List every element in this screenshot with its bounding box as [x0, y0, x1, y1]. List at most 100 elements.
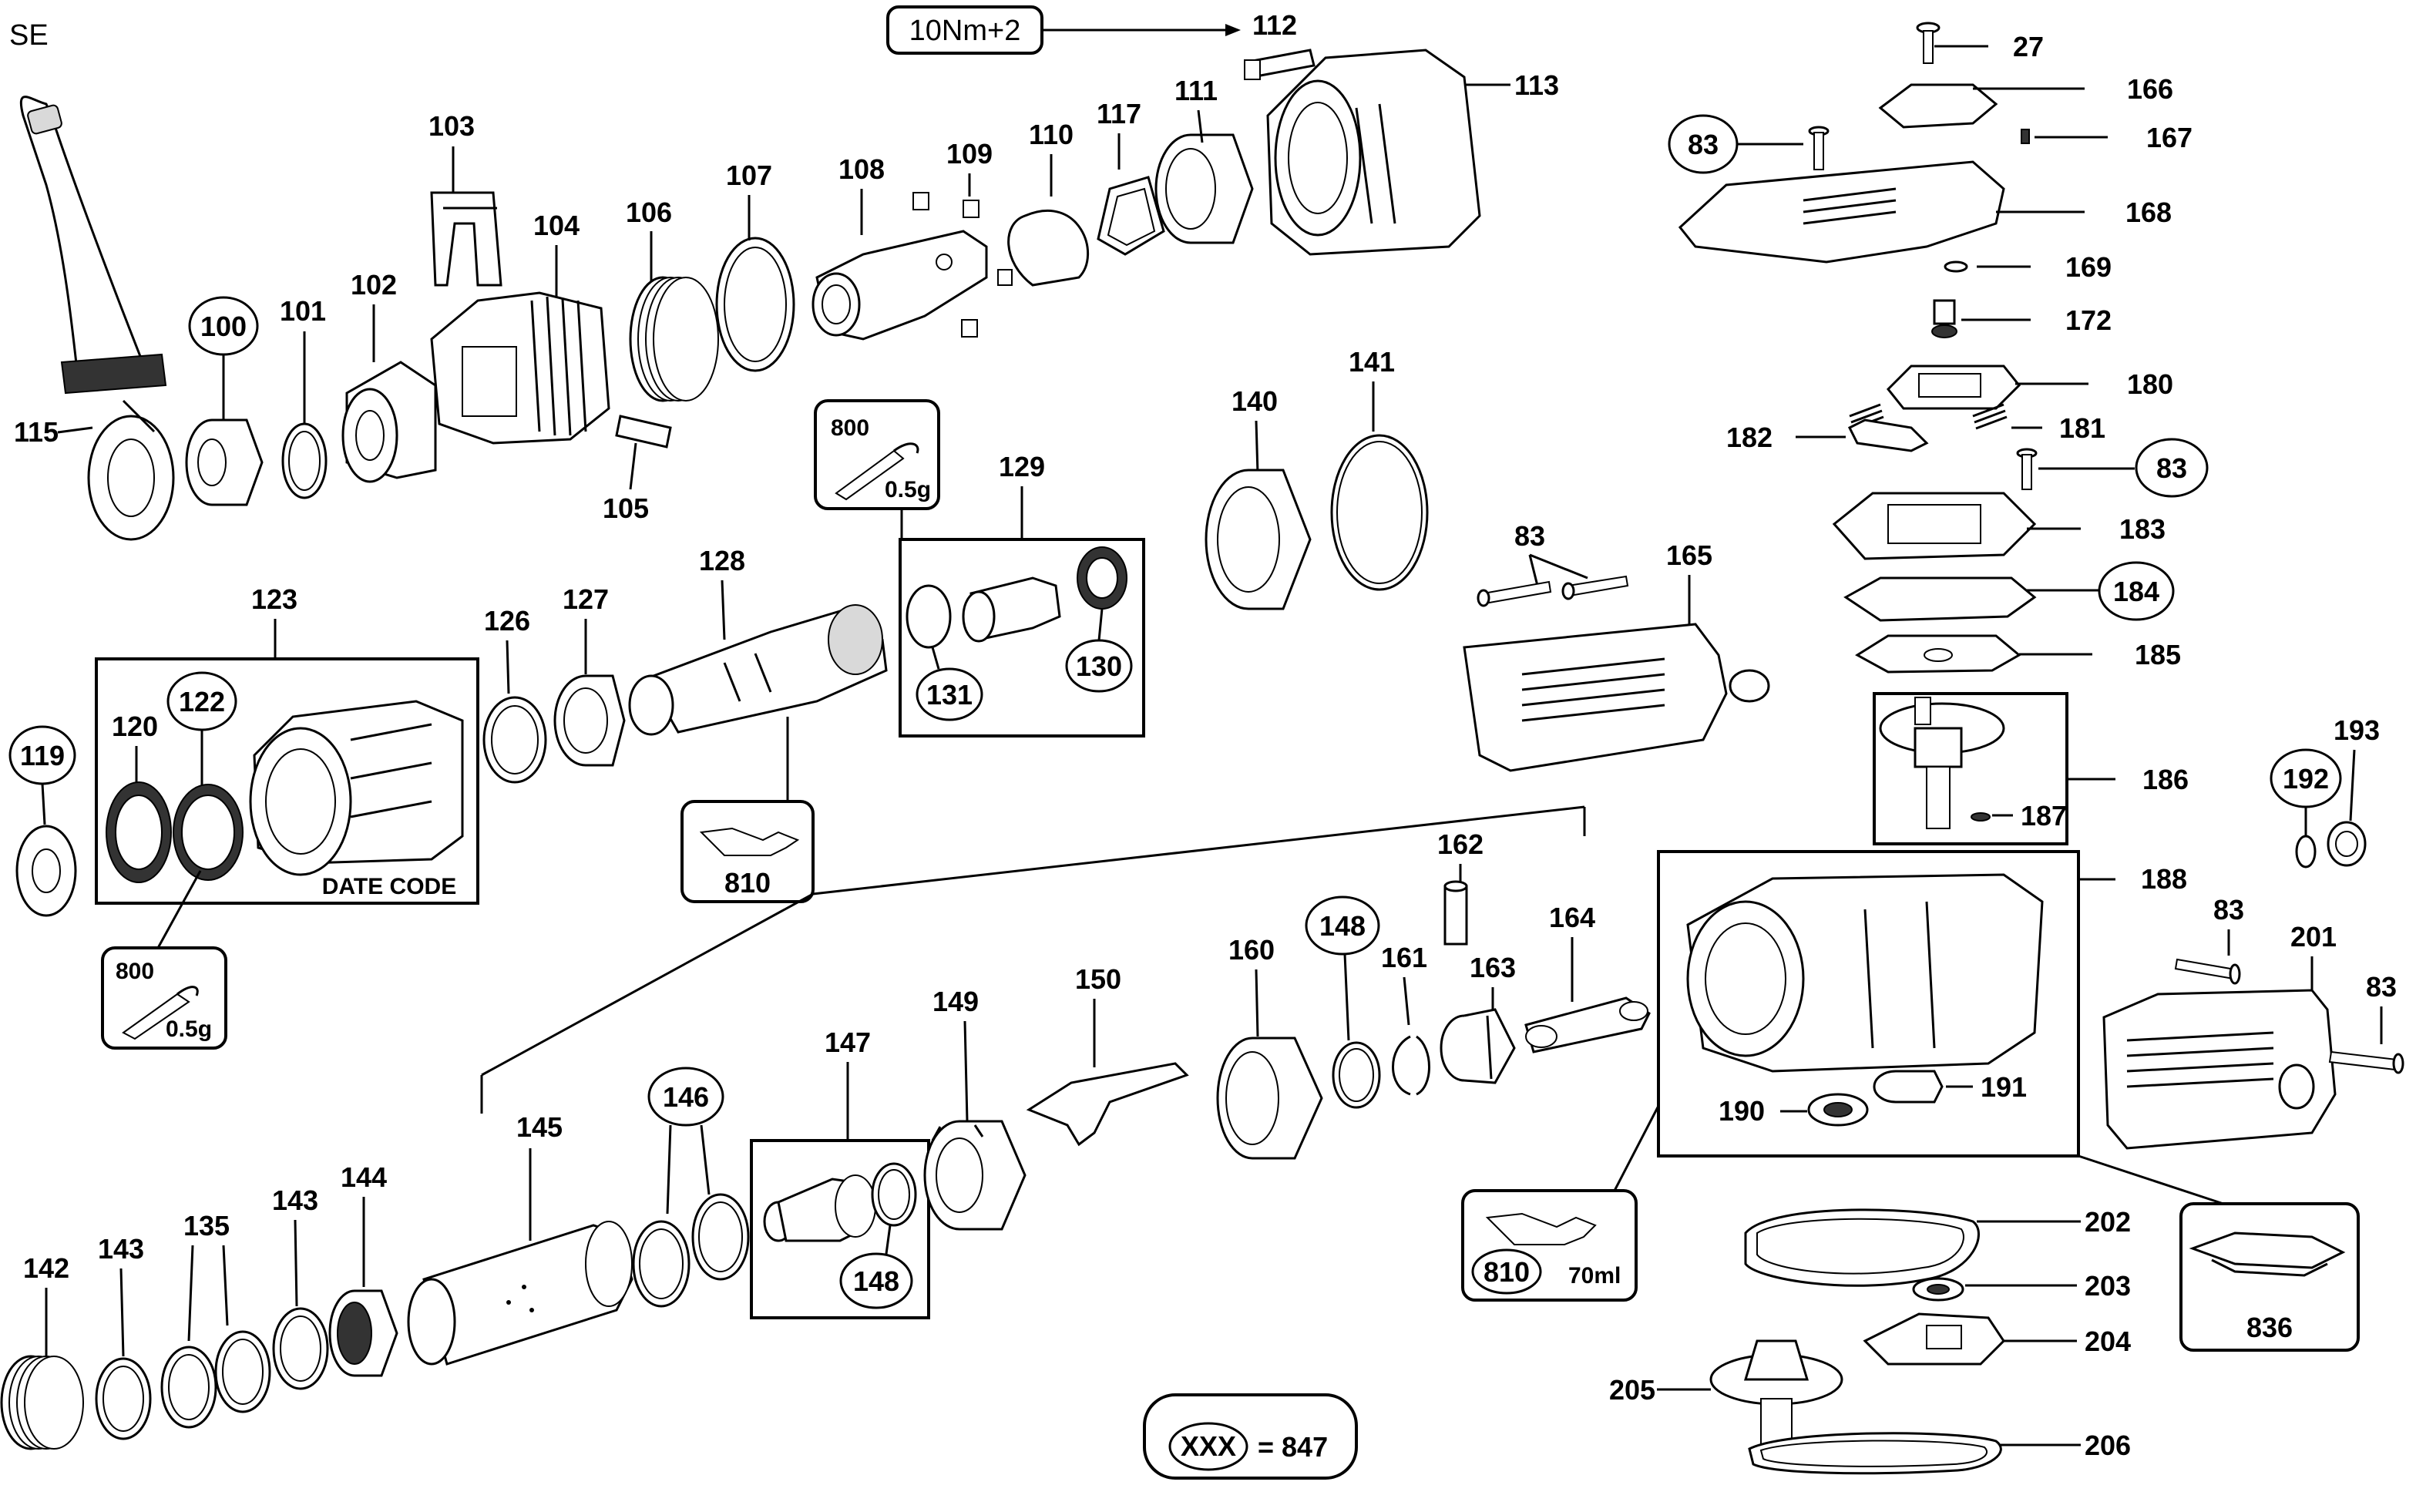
- piston-163: [1440, 1008, 1516, 1084]
- grease-2-amount: 0.5g: [166, 1016, 212, 1042]
- callout-188: 188: [2141, 863, 2187, 895]
- callout-107: 107: [726, 160, 772, 191]
- callout-162: 162: [1437, 828, 1484, 860]
- housing-113: [1266, 49, 1481, 256]
- circlip-161: [1392, 1035, 1430, 1096]
- callout-165: 165: [1666, 539, 1712, 571]
- callout-123: 123: [251, 583, 297, 615]
- date-code-label: DATE CODE: [322, 874, 456, 899]
- spring-142: [0, 1355, 84, 1450]
- callout-182: 182: [1726, 422, 1773, 453]
- bushing-144: [328, 1289, 398, 1377]
- seal-185: [1855, 634, 2021, 674]
- striker-147: [763, 1174, 876, 1242]
- callout-203: 203: [2085, 1270, 2131, 1302]
- callout-148a-oval: [1305, 895, 1380, 956]
- washer-146a: [632, 1220, 691, 1308]
- callout-185: 185: [2135, 639, 2181, 670]
- plate-183: [1832, 492, 2037, 560]
- piston-129: [906, 546, 1127, 649]
- callout-167: 167: [2146, 122, 2193, 153]
- callout-161: 161: [1381, 942, 1427, 973]
- cap-part-102: [341, 361, 437, 483]
- seal-120: [106, 781, 172, 883]
- callout-192: 192: [2283, 763, 2329, 795]
- gear-186: [1879, 697, 2005, 829]
- callout-83c: 83: [1514, 520, 1545, 552]
- ring-126: [482, 696, 547, 784]
- washer-119: [15, 825, 77, 917]
- oil-box-1: 810: [680, 800, 815, 903]
- kit-box-123: [95, 657, 479, 905]
- callout-143a: 143: [98, 1233, 144, 1265]
- callout-83e: 83: [2366, 971, 2397, 1003]
- callout-143b: 143: [272, 1184, 318, 1216]
- callout-186: 186: [2142, 764, 2189, 795]
- kit-836-part: [2189, 1231, 2346, 1277]
- gasket-184: [1843, 576, 2037, 622]
- callout-83b-oval: [2135, 438, 2209, 498]
- callout-130: 130: [1076, 650, 1122, 682]
- callout-193: 193: [2334, 714, 2380, 746]
- callout-126: 126: [484, 605, 530, 637]
- cover-plate-165: [1463, 623, 1770, 772]
- collar-part-100: [185, 418, 264, 506]
- callout-101: 101: [280, 295, 326, 327]
- callout-148a: 148: [1319, 910, 1366, 942]
- oil-box-2: 810 70ml: [1461, 1189, 1638, 1302]
- callout-164: 164: [1549, 902, 1595, 933]
- gear-149: [923, 1120, 1027, 1231]
- washer-135b: [214, 1330, 271, 1413]
- callout-148b-oval: [839, 1252, 913, 1309]
- callout-146: 146: [663, 1081, 709, 1113]
- view-label: SE: [9, 19, 49, 52]
- circlip-141: [1330, 434, 1429, 591]
- callout-191: 191: [1981, 1071, 2027, 1103]
- callout-127: 127: [563, 583, 609, 615]
- nose-housing-104: [430, 291, 610, 445]
- callout-144: 144: [341, 1161, 387, 1193]
- callout-141: 141: [1349, 346, 1395, 378]
- callout-112: 112: [1252, 9, 1297, 41]
- callout-117: 117: [1097, 98, 1141, 129]
- legend-xxx-text: XXX: [1181, 1430, 1236, 1462]
- kit-box-186: [1873, 692, 2068, 845]
- screw-83-right: [2016, 448, 2038, 490]
- o-ring-148-in-box: [871, 1162, 917, 1227]
- callout-146-oval: [647, 1067, 724, 1127]
- spring-106: [629, 276, 719, 402]
- callout-108: 108: [838, 153, 885, 185]
- callout-103: 103: [428, 110, 475, 142]
- callout-110: 110: [1029, 119, 1074, 150]
- callout-145: 145: [516, 1111, 563, 1143]
- belt-206: [1748, 1432, 2002, 1475]
- callout-83b: 83: [2156, 452, 2187, 484]
- callout-172: 172: [2065, 304, 2112, 336]
- callout-204: 204: [2085, 1326, 2131, 1357]
- callout-83a: 83: [1688, 129, 1719, 160]
- callout-163: 163: [1470, 952, 1516, 983]
- lever-150: [1026, 1062, 1189, 1147]
- callout-180: 180: [2127, 368, 2173, 400]
- sleeve-110: [1007, 209, 1090, 287]
- callout-201: 201: [2290, 921, 2337, 953]
- torque-note: 10Nm+2: [886, 5, 1241, 55]
- callout-128: 128: [699, 545, 745, 576]
- oil-1-code: 810: [724, 867, 771, 899]
- seal-122: [173, 784, 244, 881]
- plug-172: [1931, 299, 1957, 338]
- grease-1-amount: 0.5g: [885, 477, 931, 502]
- crank-gear-205: [1709, 1339, 1843, 1450]
- kit-836-label: 836: [2246, 1312, 2293, 1343]
- callout-119: 119: [20, 740, 65, 771]
- oil-2-code: 810: [1484, 1256, 1530, 1288]
- torque-note-text: 10Nm+2: [909, 15, 1021, 47]
- bearing-127: [553, 674, 626, 767]
- callout-105: 105: [603, 492, 649, 524]
- legend-xxx-847: XXX = 847: [1143, 1393, 1358, 1480]
- block-180: [1849, 365, 2021, 430]
- callout-131: 131: [926, 679, 973, 711]
- screw-83-far-right: [2328, 1050, 2404, 1074]
- callout-111: 111: [1174, 75, 1218, 106]
